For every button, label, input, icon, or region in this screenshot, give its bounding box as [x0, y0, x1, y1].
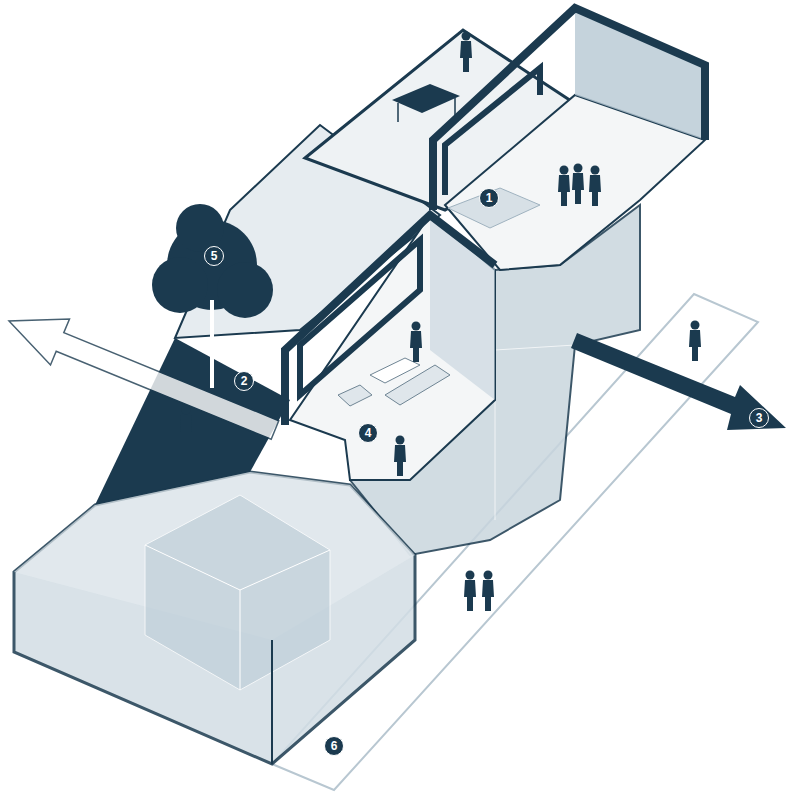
window-frame: [445, 68, 540, 195]
edge-line: [495, 345, 575, 350]
coffee-table: [370, 358, 420, 383]
person: [180, 406, 192, 447]
callout-number: 3: [756, 412, 763, 424]
person: [572, 164, 584, 205]
person: [394, 436, 406, 477]
ping-pong-table: [392, 84, 460, 113]
room-frame: [433, 8, 705, 210]
callout-circle: 3: [749, 408, 769, 428]
tree: [152, 204, 273, 388]
edge-line: [240, 590, 241, 690]
callout-number: 6: [331, 740, 338, 752]
person: [689, 321, 701, 362]
callout-number: 4: [365, 427, 372, 439]
table-leg: [454, 98, 456, 115]
inner-box: [145, 495, 330, 690]
room-wall: [575, 8, 705, 140]
living-frame: [285, 215, 495, 425]
person: [482, 571, 494, 612]
callout-circle: 5: [204, 246, 224, 266]
edge-line: [145, 545, 240, 590]
callout-circle: 2: [234, 371, 254, 391]
ground-volume: [14, 472, 415, 764]
callout-circle: 1: [479, 188, 499, 208]
callout-number: 5: [211, 250, 218, 262]
direction-arrow: [9, 319, 279, 439]
bed: [448, 188, 540, 228]
person: [589, 166, 601, 207]
callout-circle: 6: [324, 736, 344, 756]
direction-arrow: [571, 333, 786, 430]
table-leg: [397, 103, 399, 122]
person: [410, 322, 422, 363]
person: [558, 166, 570, 207]
edge-line: [271, 640, 273, 764]
window-frame: [300, 240, 420, 395]
callout-circle: 4: [358, 423, 378, 443]
edge-line: [240, 550, 330, 590]
callout-number: 2: [241, 375, 248, 387]
person: [460, 32, 472, 73]
armchair: [338, 385, 372, 406]
person: [464, 571, 476, 612]
callout-number: 1: [486, 192, 493, 204]
